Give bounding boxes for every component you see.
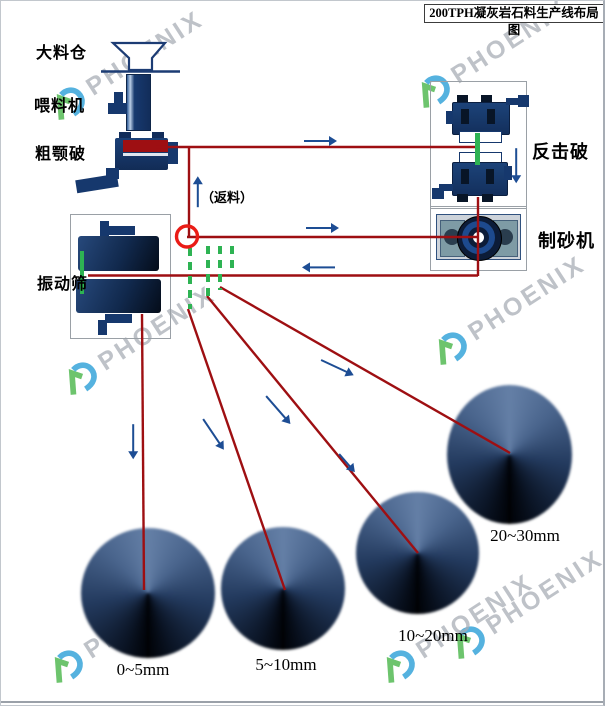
impact-lower-tab xyxy=(457,194,468,202)
label-pile-0-5mm: 0~5mm xyxy=(116,660,170,679)
diagram-title: 200TPH凝灰岩石料生产线布局图 xyxy=(424,4,603,37)
jaw-foot xyxy=(75,173,119,194)
label-return-note: （返料） xyxy=(201,190,254,205)
label-pile-10-20mm: 10~20mm xyxy=(398,626,468,645)
phoenix-logo-icon xyxy=(386,650,415,683)
impact-lower-right-block xyxy=(504,166,512,180)
bottom-frame-rule xyxy=(1,701,603,703)
feeder-knob xyxy=(114,92,123,103)
screen-upper-deck xyxy=(78,236,159,271)
impact-upper-tab xyxy=(481,95,492,104)
screen-bottom-motor xyxy=(105,314,132,323)
jaw-top-tab xyxy=(152,132,164,139)
screen-top-motor xyxy=(108,226,135,235)
screen-lower-deck xyxy=(76,279,161,313)
screen-bottom-mount xyxy=(98,320,107,335)
label-jaw-crusher: 粗颚破 xyxy=(35,146,87,163)
silo-hopper-icon xyxy=(101,41,180,73)
label-feeder: 喂料机 xyxy=(34,98,86,115)
jaw-crusher-seam xyxy=(123,153,168,156)
impact-lower-arm-end xyxy=(432,188,444,199)
impact-upper-slot xyxy=(461,109,469,124)
phoenix-logo-icon xyxy=(438,332,467,365)
arrow-pile4-diagonal xyxy=(320,359,348,374)
pile-5-10mm xyxy=(221,527,345,650)
impact-upper-arm xyxy=(506,98,520,105)
label-impact-crusher: 反击破 xyxy=(532,142,589,162)
sand-maker-rotor-center xyxy=(473,232,484,243)
label-pile-20-30mm: 20~30mm xyxy=(490,526,560,545)
feeder-side-motor xyxy=(108,103,127,114)
arrow-pile3-diagonal xyxy=(265,395,287,420)
jaw-crusher-red-band xyxy=(123,140,168,152)
impact-lower-slot xyxy=(461,169,469,184)
arrow-to-sandmaker xyxy=(306,222,339,235)
label-sand-maker: 制砂机 xyxy=(538,231,595,251)
pile-0-5mm xyxy=(81,528,215,658)
impact-upper-tab xyxy=(457,95,468,104)
impact-lower-slot xyxy=(486,169,494,184)
phoenix-logo-icon xyxy=(68,362,97,395)
pile-10-20mm xyxy=(356,492,479,614)
arrow-pile2-diagonal xyxy=(202,418,221,445)
arrow-return-up xyxy=(196,183,200,208)
arrow-to-screen xyxy=(309,266,335,269)
feeder-body xyxy=(126,74,151,131)
impact-lower-arm xyxy=(439,184,453,191)
pile-20-30mm xyxy=(447,385,572,524)
watermark-text: PHOENIX xyxy=(480,543,605,640)
junction-marker xyxy=(174,224,200,249)
label-pile-5-10mm: 5~10mm xyxy=(255,655,317,674)
impact-upper-slot xyxy=(487,109,495,124)
jaw-top-tab xyxy=(119,132,131,139)
screen-top-mount xyxy=(100,221,109,236)
impact-upper-left-block xyxy=(446,111,453,124)
arrow-jaw-to-impact xyxy=(304,135,337,148)
label-silo: 大料仓 xyxy=(36,45,88,62)
arrow-pile1-down xyxy=(131,424,135,453)
impact-lower-tab xyxy=(482,194,493,202)
impact-feed-slot xyxy=(459,131,502,143)
jaw-foot-joint xyxy=(106,168,119,179)
arrow-pile3-diagonal-small xyxy=(338,453,352,468)
phoenix-logo-icon xyxy=(54,650,83,683)
impact-upper-arm-end xyxy=(518,95,529,107)
arrow-impact-down xyxy=(514,148,518,177)
jaw-right-flange xyxy=(168,142,178,164)
label-vibrating-screen: 振动筛 xyxy=(37,276,89,293)
